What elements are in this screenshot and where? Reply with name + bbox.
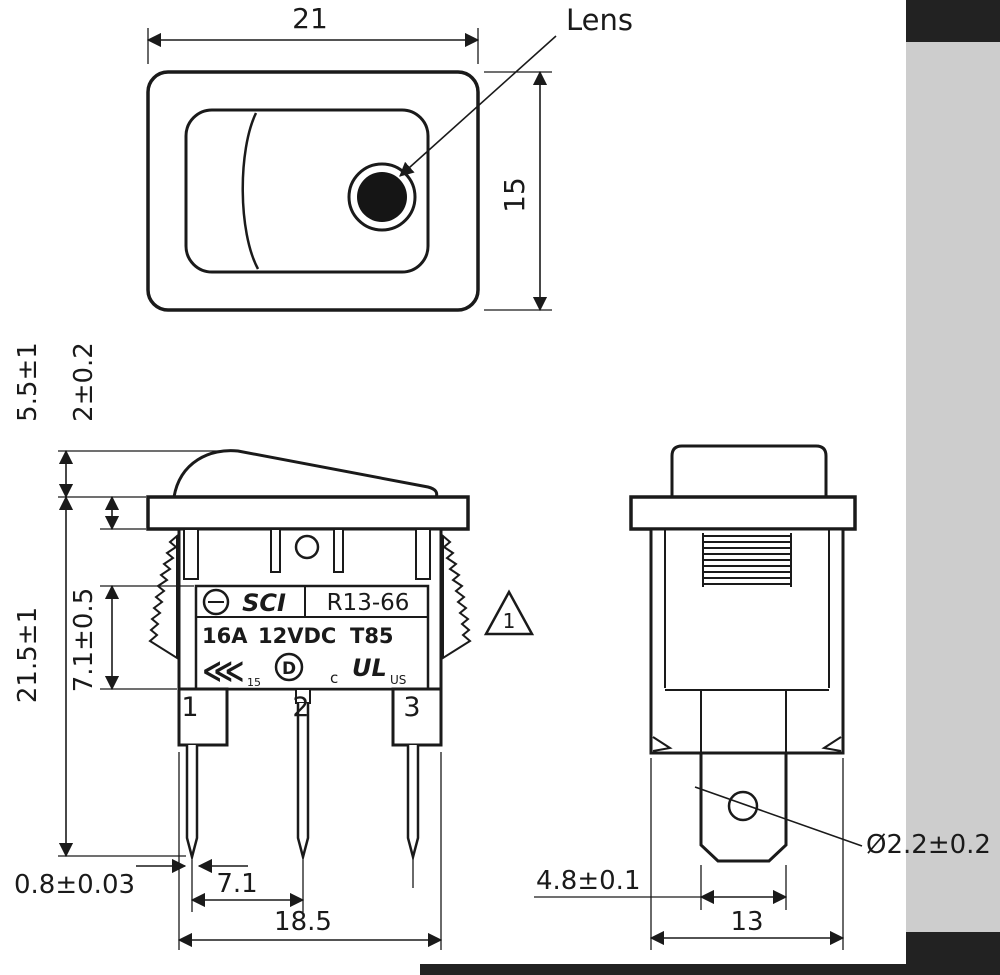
kema-mark-icon: ⋘ <box>202 654 245 689</box>
dim-terminal-width-label: 4.8±0.1 <box>536 866 640 896</box>
inner-post-left <box>270 528 281 573</box>
housing-wall-left <box>183 528 199 580</box>
rocker-actuator <box>172 449 439 499</box>
dim-rocker-height-label: 5.5±1 <box>13 342 43 422</box>
dim-top-height-label: 15 <box>498 177 531 213</box>
terminal-pin-1 <box>185 745 199 862</box>
lens-callout-label: Lens <box>566 3 633 37</box>
housing-wall-right <box>415 528 431 580</box>
terminal-hole <box>727 790 759 822</box>
terminal-number-3: 3 <box>403 692 420 723</box>
ul-suffix-label: US <box>390 673 406 687</box>
snap-hook-left <box>652 736 673 752</box>
ul-prefix-label: c <box>330 669 338 687</box>
dim-plate-height-label: 7.1±0.5 <box>69 588 99 692</box>
side-ribs <box>702 533 792 587</box>
dim-body-height-label: 21.5±1 <box>13 607 43 703</box>
scan-artifacts <box>420 0 1000 975</box>
scan-band <box>906 0 1000 975</box>
dim-top-width-label: 21 <box>292 2 328 35</box>
brand-label: SCI <box>242 589 286 617</box>
dim-side-width-label: 13 <box>730 907 763 937</box>
terminal-pin-2 <box>296 703 310 862</box>
rating-plate-outline <box>194 584 430 691</box>
rating-plate: SCI R13-66 16A 12VDC T85 ⋘ 15 D c UL US <box>194 584 430 691</box>
inner-post-right <box>333 528 344 573</box>
side-view <box>629 444 857 863</box>
foot-right <box>391 687 443 747</box>
snap-wing-right <box>442 533 472 660</box>
side-view-dimensions: Ø2.2±0.2 4.8±0.1 13 <box>534 758 991 950</box>
dim-body-width-label: 18.5 <box>274 907 332 937</box>
d-mark-circle-icon <box>274 652 304 682</box>
snap-wing-left <box>148 533 178 660</box>
lens-leader-line <box>399 35 557 177</box>
pivot-hole <box>294 534 320 560</box>
model-label: R13-66 <box>327 590 410 616</box>
lens-icon <box>357 172 407 222</box>
dim-flange-thickness-label: 2±0.2 <box>69 342 99 422</box>
hole-leader-line <box>694 786 863 847</box>
front-view: SCI R13-66 16A 12VDC T85 ⋘ 15 D c UL US … <box>146 449 535 888</box>
kema-code-label: 15 <box>247 676 261 689</box>
snap-hook-right <box>821 736 842 752</box>
voltage-rating-label: 12VDC <box>258 624 336 648</box>
top-view <box>146 70 480 312</box>
note-triangle-icon <box>483 589 535 636</box>
dim-hole-diameter-label: Ø2.2±0.2 <box>866 830 991 860</box>
rocker-divider <box>241 112 260 270</box>
temperature-rating-label: T85 <box>350 624 394 648</box>
ul-mark-label: UL <box>352 654 387 682</box>
note-triangle-label: 1 <box>503 609 516 633</box>
terminal-number-2: 2 <box>292 692 309 723</box>
scan-corner-top <box>906 0 1000 42</box>
side-body <box>649 527 845 755</box>
side-mounting-flange <box>629 495 857 531</box>
side-actuator <box>670 444 828 499</box>
foot-left <box>177 687 229 747</box>
current-rating-label: 16A <box>202 624 248 648</box>
scan-strip-bottom <box>420 964 1000 975</box>
dim-pin-thickness-label: 0.8±0.03 <box>14 870 135 900</box>
front-view-dimensions: 5.5±1 2±0.2 21.5±1 7.1±0.5 0.8±0.03 7.1 … <box>13 342 443 950</box>
top-view-dimensions: 21 15 Lens <box>146 2 633 312</box>
terminal-pin-3 <box>406 745 420 862</box>
d-mark-label: D <box>282 659 296 679</box>
terminal-number-1: 1 <box>181 692 198 723</box>
dim-pin-pitch-label: 7.1 <box>216 869 257 899</box>
mounting-flange <box>146 495 470 531</box>
